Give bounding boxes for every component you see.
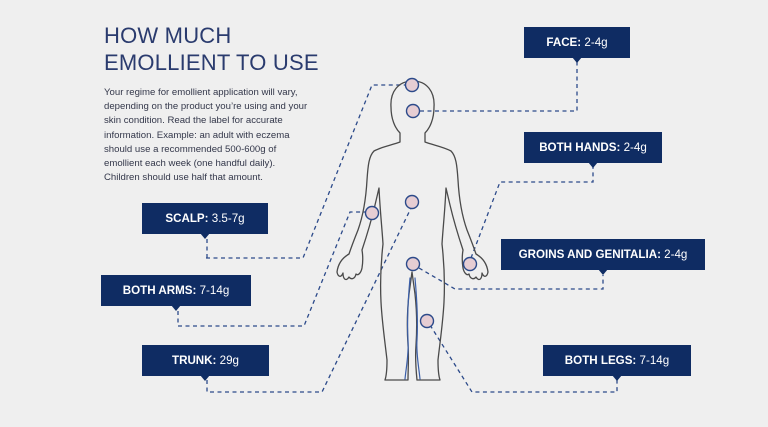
label-both-legs-amount: 7-14g (639, 354, 670, 367)
label-groin-amount: 2-4g (664, 248, 688, 261)
label-scalp-amount: 3.5-7g (211, 212, 245, 225)
leg-inner-lines (404, 277, 421, 380)
connector-legs (429, 324, 618, 393)
connector-face (420, 62, 578, 112)
marker-face (405, 103, 421, 119)
title-line-2: EMOLLIENT TO USE (104, 50, 319, 75)
label-groins-and-genitalia: GROINS AND GENITALIA: 2-4g (501, 239, 705, 275)
label-scalp-name: SCALP: (165, 212, 209, 225)
label-groin-name: GROINS AND GENITALIA: (518, 248, 661, 261)
label-face-name: FACE: (546, 36, 582, 49)
connector-hands (470, 167, 594, 259)
label-both-arms-name: BOTH ARMS: (122, 284, 197, 297)
marker-groin (405, 256, 421, 272)
marker-leg (419, 313, 435, 329)
page-title: HOW MUCH EMOLLIENT TO USE (104, 22, 319, 76)
label-trunk-amount: 29g (219, 354, 239, 367)
marker-hand (462, 256, 478, 272)
marker-trunk (404, 194, 420, 210)
body-outline (336, 80, 489, 381)
label-both-arms: BOTH ARMS: 7-14g (101, 275, 251, 311)
label-both-legs: BOTH LEGS: 7-14g (543, 345, 691, 381)
label-both-hands-name: BOTH HANDS: (539, 141, 621, 154)
label-scalp: SCALP: 3.5-7g (142, 203, 268, 239)
connector-face-top (206, 84, 411, 259)
markers (364, 77, 478, 329)
label-both-legs-name: BOTH LEGS: (564, 354, 637, 367)
label-both-hands: BOTH HANDS: 2-4g (524, 132, 662, 168)
marker-arm (364, 205, 380, 221)
title-line-1: HOW MUCH (104, 23, 232, 48)
label-trunk: TRUNK: 29g (142, 345, 269, 381)
leg-inner-line-right (414, 277, 421, 380)
label-both-arms-amount: 7-14g (199, 284, 230, 297)
connector-groin (418, 267, 604, 290)
connector-trunk (206, 205, 413, 393)
connector-arms (177, 211, 366, 327)
body-silhouette (336, 80, 489, 381)
label-trunk-name: TRUNK: (171, 354, 217, 367)
connector-lines (177, 62, 618, 393)
label-both-hands-amount: 2-4g (623, 141, 647, 154)
marker-head-top (404, 77, 420, 93)
label-face-amount: 2-4g (584, 36, 608, 49)
leg-inner-line-left (404, 277, 411, 380)
description-text: Your regime for emollient application wi… (104, 87, 308, 184)
label-face: FACE: 2-4g (524, 27, 630, 63)
